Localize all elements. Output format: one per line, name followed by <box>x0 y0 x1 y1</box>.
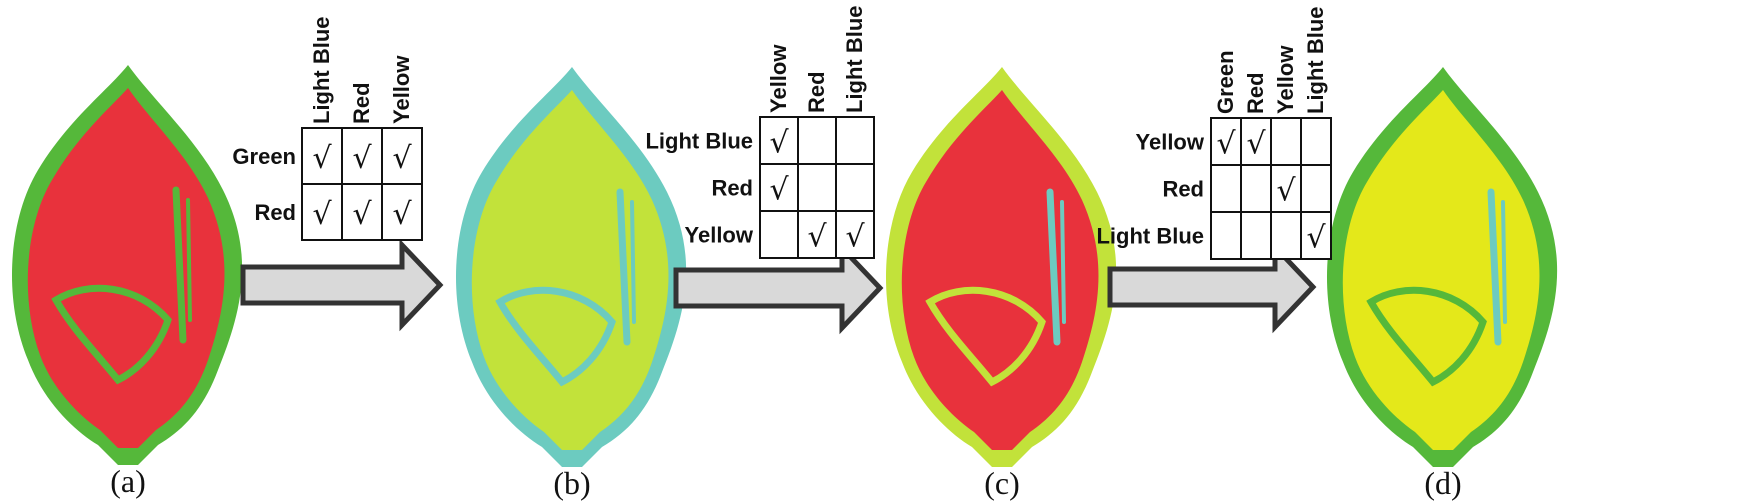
leaf-panel-a: (a) <box>11 65 243 499</box>
arrow-1 <box>240 238 444 332</box>
panel-caption: (c) <box>984 465 1020 501</box>
panel-caption: (b) <box>553 465 590 501</box>
row-label: Yellow <box>1136 130 1205 155</box>
leaf-inner-surface <box>901 90 1099 450</box>
check-mark: √ <box>312 141 332 176</box>
panel-caption: (a) <box>110 463 146 499</box>
check-mark: √ <box>1276 174 1296 209</box>
vein <box>1501 200 1507 324</box>
column-header: Light Blue <box>1303 6 1328 114</box>
arrow-2 <box>673 241 884 335</box>
sheath-fold <box>1366 286 1487 387</box>
row-label: Light Blue <box>1096 224 1204 249</box>
leaf-panel-d: (d) <box>1326 67 1558 501</box>
check-mark: √ <box>845 220 865 255</box>
check-mark: √ <box>352 197 372 232</box>
row-label: Red <box>254 200 296 225</box>
leaf-inner-surface <box>1342 90 1540 450</box>
column-header: Red <box>349 82 374 124</box>
leaf-panel-b: (b) <box>455 67 687 501</box>
leaf-inner-surface <box>27 88 225 448</box>
column-header: Green <box>1213 50 1238 114</box>
vein <box>616 188 631 346</box>
row-label: Light Blue <box>645 129 753 154</box>
check-mark: √ <box>1306 221 1326 256</box>
check-mark: √ <box>352 141 372 176</box>
column-header: Red <box>1243 72 1268 114</box>
column-header: Red <box>804 71 829 113</box>
leaf-panel-c: (c) <box>885 67 1117 501</box>
row-label: Green <box>232 144 296 169</box>
check-mark: √ <box>807 220 827 255</box>
vein <box>186 198 192 322</box>
row-label: Yellow <box>685 223 754 248</box>
sheath-fold <box>51 284 172 385</box>
check-mark: √ <box>392 197 412 232</box>
check-mark: √ <box>1246 127 1266 162</box>
vein <box>1046 188 1061 346</box>
leaf-inner-surface <box>471 90 669 450</box>
vein <box>172 186 187 344</box>
table-border <box>759 116 875 259</box>
row-label: Red <box>1162 177 1204 202</box>
vein <box>1487 188 1502 346</box>
vein <box>1060 200 1066 324</box>
check-mark: √ <box>312 197 332 232</box>
panel-caption: (d) <box>1424 465 1461 501</box>
column-header: Yellow <box>389 55 414 124</box>
row-label: Red <box>711 176 753 201</box>
arrow-3 <box>1107 240 1317 334</box>
check-mark: √ <box>1216 127 1236 162</box>
column-header: Light Blue <box>309 16 334 124</box>
sheath-fold <box>495 286 616 387</box>
check-mark: √ <box>769 173 789 208</box>
column-header: Light Blue <box>842 5 867 113</box>
column-header: Yellow <box>766 44 791 113</box>
sheath-fold <box>925 286 1046 387</box>
vein <box>630 200 636 324</box>
check-mark: √ <box>769 126 789 161</box>
column-header: Yellow <box>1273 45 1298 114</box>
check-mark: √ <box>392 141 412 176</box>
